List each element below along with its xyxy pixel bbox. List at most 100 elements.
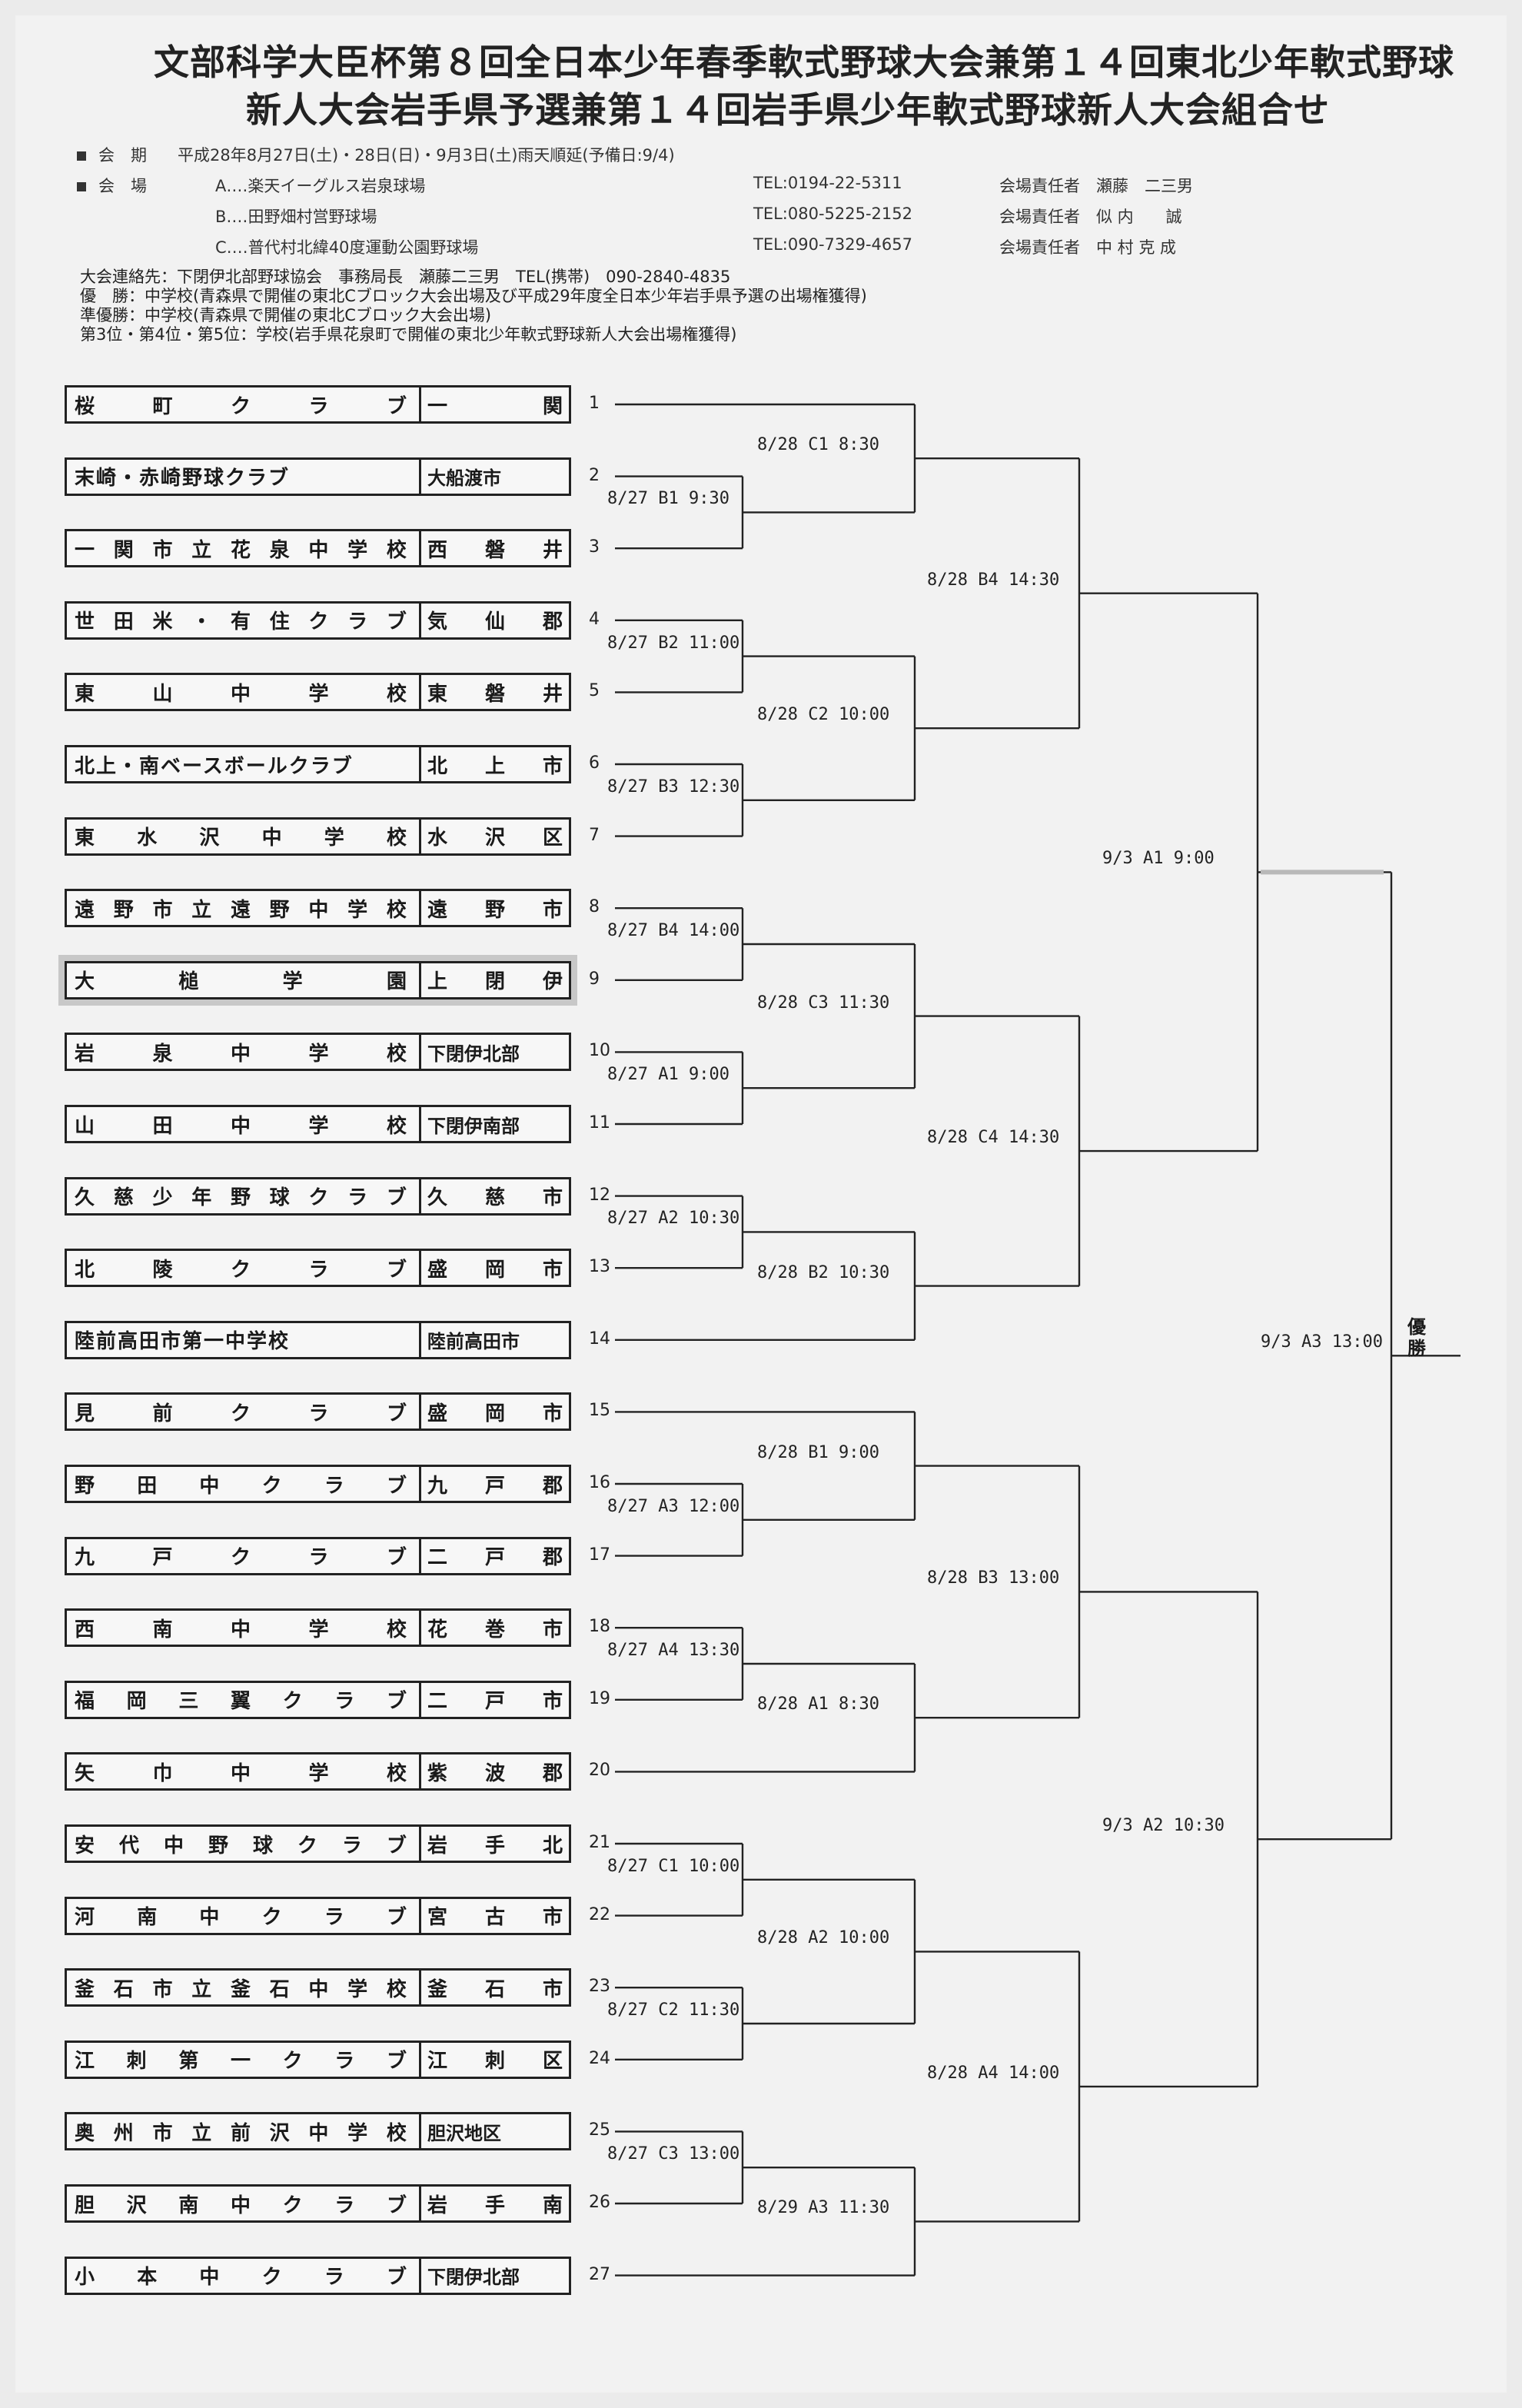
team-entry: 北上・南ベースボールクラブ北上市 — [65, 745, 571, 783]
venue-b-name: B‥‥田野畑村営野球場 — [215, 208, 377, 226]
seed-number: 3 — [589, 537, 600, 557]
seed-number: 19 — [589, 1688, 610, 1708]
final-match-label: 9/3 A3 13:00 — [1261, 1332, 1383, 1352]
team-name: 河南中クラブ — [67, 1898, 421, 1933]
team-name: 世田米・有住クラブ — [67, 603, 421, 637]
team-area: 陸前高田市 — [427, 1331, 520, 1353]
team-name: 江刺第一クラブ — [67, 2042, 421, 2077]
period-row: 会 期 平成28年8月27日(土)・28日(日)・9月3日(土)雨天順延(予備日:… — [77, 143, 675, 166]
team-area: 水沢区 — [427, 827, 563, 850]
team-name: 一関市立花泉中学校 — [67, 531, 421, 566]
team-entry: 小本中クラブ下閉伊北部 — [65, 2256, 571, 2295]
team-entry: 安代中野球クラブ岩手北 — [65, 1824, 571, 1863]
team-name: 末崎・赤崎野球クラブ — [67, 459, 421, 494]
r2-match-label: 8/28 C1 8:30 — [757, 435, 879, 455]
r1-match-label: 8/27 B4 14:00 — [607, 921, 740, 940]
r2-match-label: 8/29 A3 11:30 — [757, 2198, 890, 2218]
team-area: 岩手北 — [427, 1834, 563, 1858]
seed-number: 4 — [589, 609, 600, 629]
third-note: 第3位・第4位・第5位：学校(岩手県花泉町で開催の東北少年軟式野球新人大会出場権… — [80, 325, 737, 344]
seed-number: 16 — [589, 1473, 610, 1492]
team-name: 西南中学校 — [67, 1611, 421, 1645]
team-entry: 遠野市立遠野中学校遠野市 — [65, 889, 571, 928]
r3-match-label: 8/28 B3 13:00 — [927, 1568, 1060, 1588]
team-area: 一関 — [427, 394, 563, 418]
seed-number: 25 — [589, 2120, 610, 2140]
team-area: 大船渡市 — [427, 467, 501, 490]
team-name: 矢巾中学校 — [67, 1754, 421, 1789]
r2-match-label: 8/28 C2 10:00 — [757, 705, 890, 725]
team-name: 遠野市立遠野中学校 — [67, 891, 421, 926]
r2-match-label: 8/28 A1 8:30 — [757, 1695, 879, 1715]
seed-number: 26 — [589, 2193, 610, 2212]
period-value: 平成28年8月27日(土)・28日(日)・9月3日(土)雨天順延(予備日:9/4… — [178, 146, 675, 165]
team-entry: 北陵クラブ盛岡市 — [65, 1249, 571, 1288]
team-name: 奥州市立前沢中学校 — [67, 2114, 421, 2149]
r3-match-label: 8/28 C4 14:30 — [927, 1128, 1060, 1148]
seed-number: 6 — [589, 753, 600, 773]
team-name: 山田中学校 — [67, 1107, 421, 1141]
team-area: 東磐井 — [427, 682, 563, 706]
team-entry: 野田中クラブ九戸郡 — [65, 1465, 571, 1503]
team-entry: 福岡三翼クラブ二戸市 — [65, 1680, 571, 1719]
team-name: 桜町クラブ — [67, 387, 421, 421]
champion-label: 優勝 — [1407, 1316, 1426, 1359]
venue-c-name: C‥‥普代村北緯40度運動公園野球場 — [215, 238, 479, 257]
seed-number: 17 — [589, 1545, 610, 1565]
seed-number: 15 — [589, 1401, 610, 1421]
team-entry: 陸前高田市第一中学校陸前高田市 — [65, 1320, 571, 1359]
bullet-icon — [77, 182, 86, 191]
r4-match-label: 9/3 A2 10:30 — [1102, 1816, 1225, 1836]
team-name: 小本中クラブ — [67, 2258, 421, 2293]
venue-a-tel: TEL:0194-22-5311 — [753, 174, 902, 192]
venue-c-manager: 会場責任者 中 村 克 成 — [999, 238, 1177, 257]
seed-number: 14 — [589, 1329, 610, 1349]
team-area: 二戸市 — [427, 1690, 563, 1714]
seed-number: 8 — [589, 897, 600, 917]
team-entry: 岩泉中学校下閉伊北部 — [65, 1033, 571, 1072]
team-area: 下閉伊北部 — [427, 1043, 520, 1065]
venue-a-name: A‥‥楽天イーグルス岩泉球場 — [215, 177, 426, 195]
seed-number: 23 — [589, 1977, 610, 1997]
r3-match-label: 8/28 A4 14:00 — [927, 2063, 1060, 2083]
team-area: 久慈市 — [427, 1186, 563, 1210]
team-entry: 見前クラブ盛岡市 — [65, 1392, 571, 1432]
r1-match-label: 8/27 B1 9:30 — [607, 489, 729, 509]
seed-number: 5 — [589, 681, 600, 701]
winner-note: 優 勝：中学校(青森県で開催の東北Cブロック大会出場及び平成29年度全日本少年岩… — [80, 287, 867, 305]
team-area: 二戸郡 — [427, 1546, 563, 1570]
team-entry: 河南中クラブ宮古市 — [65, 1896, 571, 1935]
team-name: 安代中野球クラブ — [67, 1827, 421, 1861]
seed-number: 7 — [589, 825, 600, 845]
team-area: 胆沢地区 — [427, 2122, 501, 2144]
team-area: 九戸郡 — [427, 1474, 563, 1498]
team-name: 岩泉中学校 — [67, 1035, 421, 1069]
team-entry: 胆沢南中クラブ岩手南 — [65, 2184, 571, 2223]
team-area: 下閉伊北部 — [427, 2267, 520, 2289]
seed-number: 13 — [589, 1257, 610, 1277]
team-name: 福岡三翼クラブ — [67, 1682, 421, 1717]
team-entry: 山田中学校下閉伊南部 — [65, 1105, 571, 1143]
venue-row: 会 場 — [77, 174, 147, 197]
seed-number: 12 — [589, 1185, 610, 1205]
team-entry: 世田米・有住クラブ気仙郡 — [65, 600, 571, 640]
team-entry: 一関市立花泉中学校西磐井 — [65, 529, 571, 568]
team-entry: 末崎・赤崎野球クラブ大船渡市 — [65, 457, 571, 496]
team-area: 盛岡市 — [427, 1402, 563, 1425]
r1-match-label: 8/27 C2 11:30 — [607, 2001, 740, 2020]
notes: 大会連絡先：下閉伊北部野球協会 事務局長 瀬藤二三男 TEL(携帯) 090-2… — [80, 268, 867, 344]
team-name: 東水沢中学校 — [67, 819, 421, 853]
team-name: 見前クラブ — [67, 1395, 421, 1429]
team-entry: 釜石市立釜石中学校釜石市 — [65, 1968, 571, 2007]
team-area: 岩手南 — [427, 2193, 563, 2217]
team-area: 花巻市 — [427, 1618, 563, 1641]
team-area: 西磐井 — [427, 538, 563, 562]
venue-b-manager: 会場責任者 似 内 誠 — [999, 208, 1182, 226]
r3-match-label: 8/28 B4 14:30 — [927, 570, 1060, 590]
team-entry: 奥州市立前沢中学校胆沢地区 — [65, 2112, 571, 2151]
period-label: 会 期 — [98, 146, 147, 165]
r1-match-label: 8/27 A3 12:00 — [607, 1496, 740, 1516]
venue-a-manager: 会場責任者 瀬藤 二三男 — [999, 177, 1193, 195]
team-name: 胆沢南中クラブ — [67, 2187, 421, 2220]
